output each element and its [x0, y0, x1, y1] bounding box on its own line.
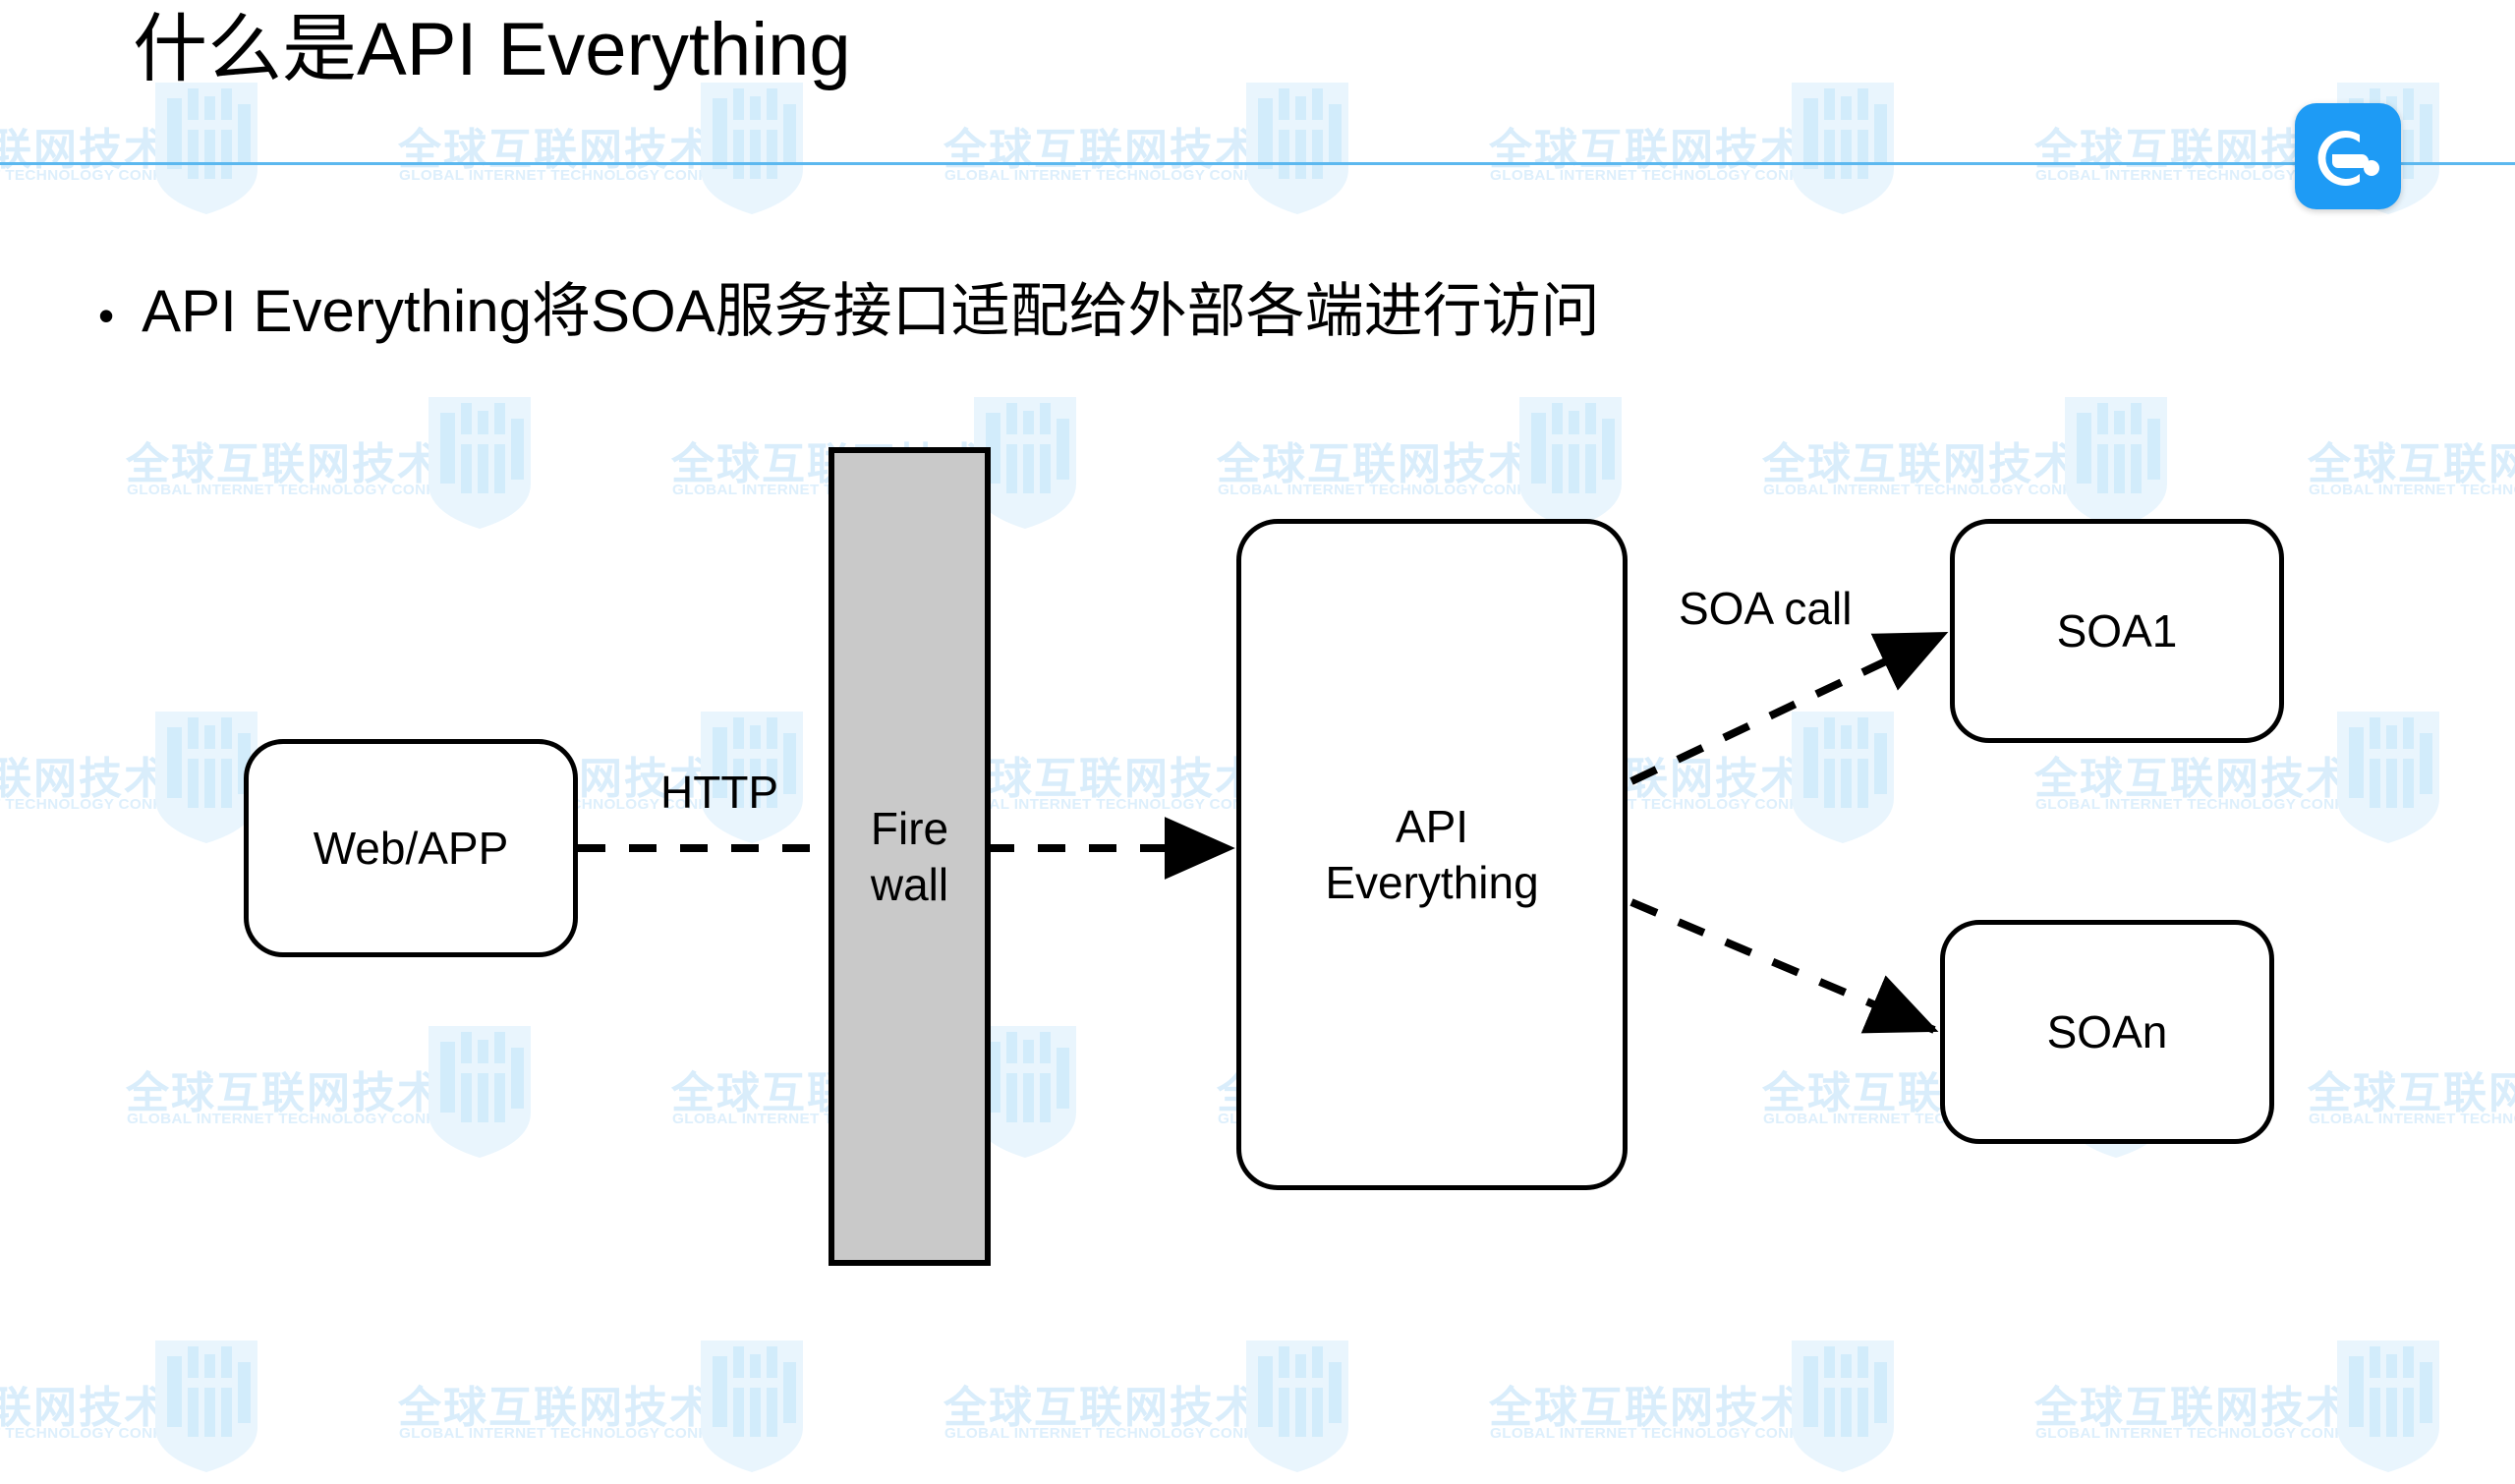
- node-web-app-label: Web/APP: [313, 822, 509, 874]
- node-soa1[interactable]: SOA1: [1950, 519, 2284, 743]
- ele-me-logo: [2295, 103, 2401, 209]
- node-firewall[interactable]: Fire wall: [829, 447, 991, 1266]
- watermark-en-text: GLOBAL INTERNET TECHNOLOGY CONFERENCE: [0, 1425, 227, 1442]
- edge-soa-call-n: [1629, 898, 1939, 1034]
- node-api-label-line2: Everything: [1325, 856, 1539, 908]
- edge-soa-call-1: [1629, 630, 1949, 785]
- node-firewall-label-line1: Fire: [870, 803, 949, 855]
- node-api-everything[interactable]: API Everything: [1236, 519, 1628, 1190]
- node-soan[interactable]: SOAn: [1940, 920, 2274, 1144]
- edge-label-http: HTTP: [660, 767, 779, 818]
- node-firewall-label-line2: wall: [870, 858, 949, 910]
- watermark-en-text: GLOBAL INTERNET TECHNOLOGY CONFERENCE: [2035, 1425, 2409, 1442]
- bullet-item: • API Everything将SOA服务接口适配给外部各端进行访问: [98, 280, 1600, 342]
- node-firewall-label: Fire wall: [871, 801, 948, 911]
- node-web-app[interactable]: Web/APP: [244, 739, 578, 957]
- page-title: 什么是API Everything: [133, 8, 851, 91]
- node-api-label-line1: API: [1395, 801, 1469, 853]
- bullet-text: API Everything将SOA服务接口适配给外部各端进行访问: [142, 278, 1600, 344]
- node-soa1-label: SOA1: [2056, 604, 2178, 656]
- node-api-everything-label: API Everything: [1325, 799, 1538, 909]
- ele-me-logo-glyph: [2317, 131, 2379, 186]
- bullet-marker: •: [98, 290, 115, 341]
- watermark-en-text: GLOBAL INTERNET TECHNOLOGY CONFERENCE: [944, 1425, 1318, 1442]
- watermark-en-text: GLOBAL INTERNET TECHNOLOGY CONFERENCE: [399, 1425, 772, 1442]
- edge-label-soa-call: SOA call: [1679, 583, 1853, 634]
- node-soan-label: SOAn: [2046, 1005, 2168, 1057]
- watermark-en-text: GLOBAL INTERNET TECHNOLOGY CONFERENCE: [1490, 1425, 1863, 1442]
